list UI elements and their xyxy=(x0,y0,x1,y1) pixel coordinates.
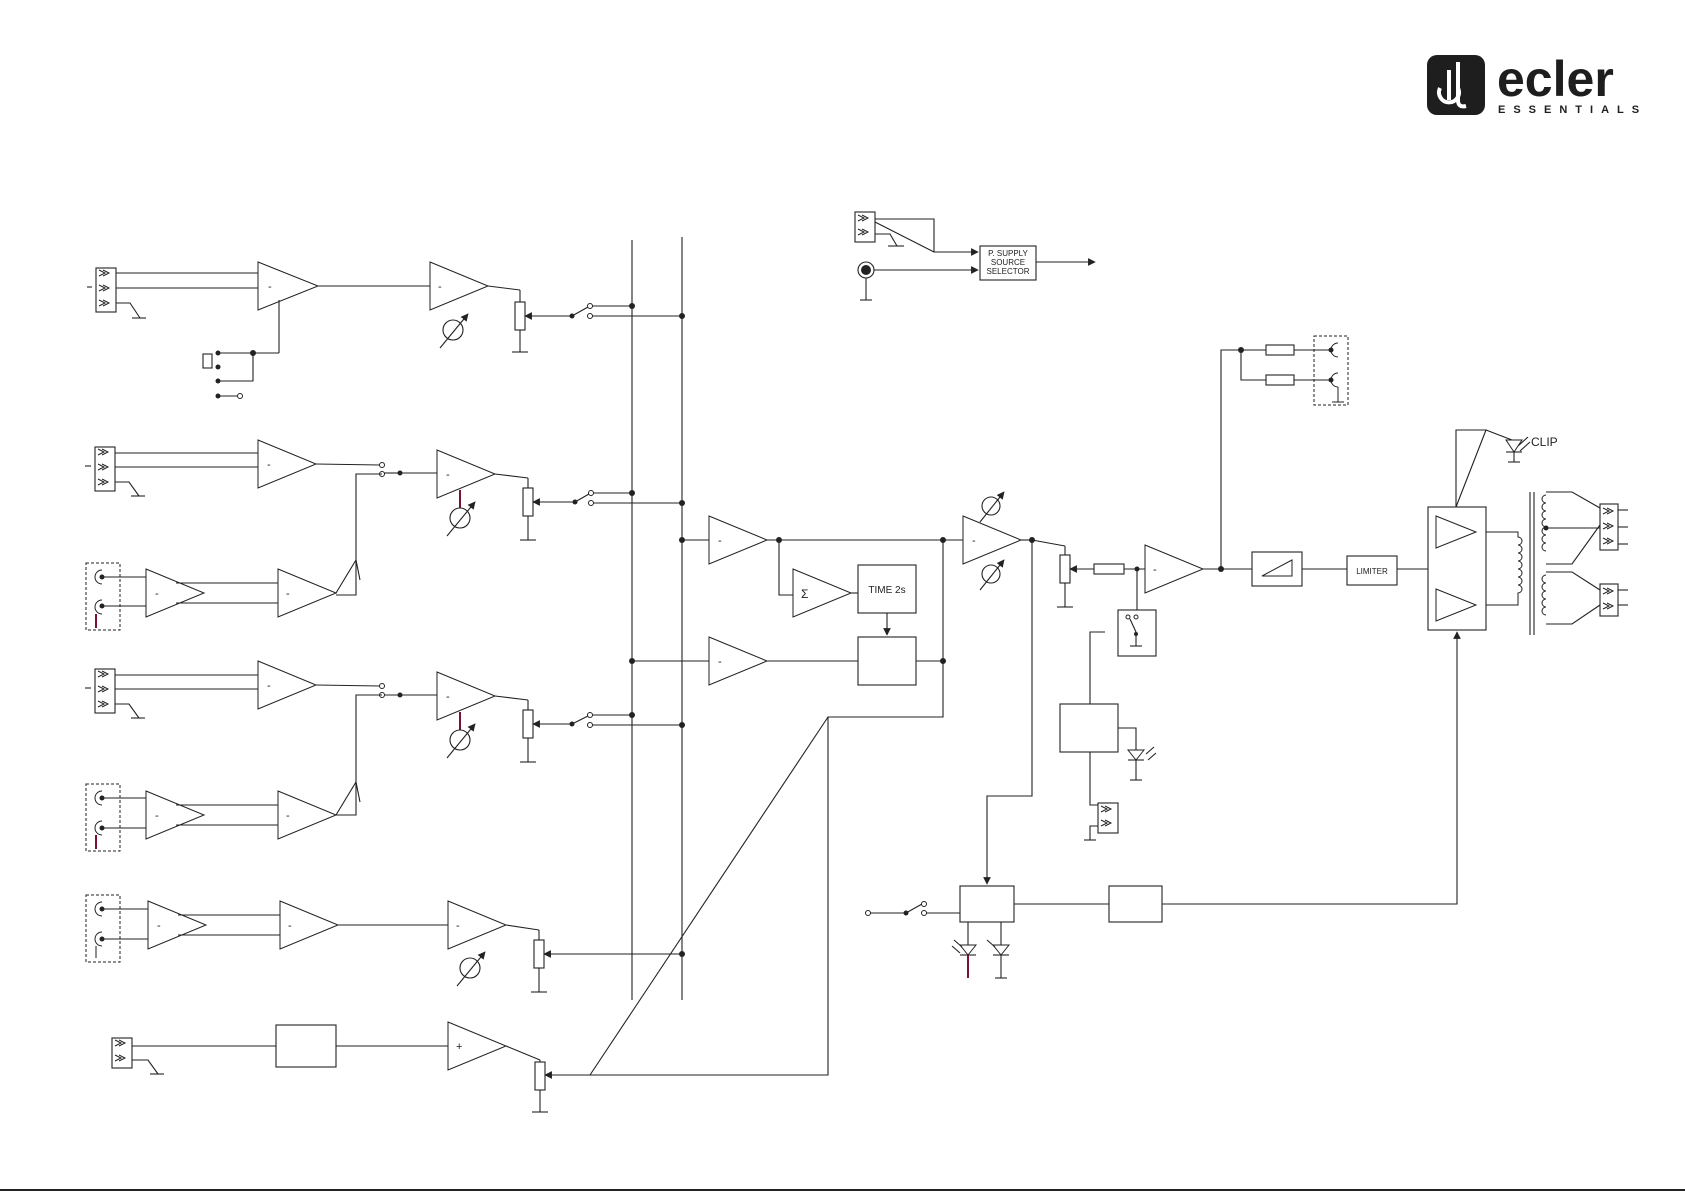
svg-text:-: - xyxy=(446,469,450,481)
svg-text:LIMITER: LIMITER xyxy=(1356,567,1388,576)
brand-logo: ecler ESSENTIALS xyxy=(1427,51,1647,116)
svg-text:-: - xyxy=(286,588,290,600)
svg-text:SOURCE: SOURCE xyxy=(991,258,1025,267)
svg-text:Σ: Σ xyxy=(801,587,808,601)
brand-name: ecler xyxy=(1497,51,1614,107)
headphone-output xyxy=(1314,336,1348,405)
svg-text:-: - xyxy=(972,535,976,547)
svg-text:-: - xyxy=(267,459,271,471)
svg-text:P. SUPPLY: P. SUPPLY xyxy=(988,249,1028,258)
svg-text:-: - xyxy=(1153,564,1157,576)
ducker-block xyxy=(276,1025,336,1067)
svg-text:SELECTOR: SELECTOR xyxy=(987,267,1030,276)
priority-block xyxy=(858,637,916,685)
svg-text:-: - xyxy=(288,920,292,932)
svg-text:+: + xyxy=(456,1041,462,1053)
control-block xyxy=(960,886,1014,922)
svg-text:-: - xyxy=(718,535,722,547)
svg-text:-: - xyxy=(155,588,159,600)
channel-1: - - xyxy=(87,262,685,399)
channel-3: - - - - xyxy=(85,661,685,851)
mix-section: - Σ TIME 2s - - xyxy=(629,336,1428,884)
svg-text:-: - xyxy=(286,810,290,822)
power-amp-section: CLIP xyxy=(1428,430,1628,635)
channel-2: - - - xyxy=(85,440,685,630)
svg-text:-: - xyxy=(446,691,450,703)
filter-block xyxy=(1252,552,1302,586)
power-supply: P. SUPPLY SOURCE SELECTOR xyxy=(855,212,1095,300)
bus-lines xyxy=(632,237,682,1000)
svg-text:-: - xyxy=(157,920,161,932)
clip-label: CLIP xyxy=(1531,435,1558,449)
svg-text:-: - xyxy=(155,810,159,822)
svg-text:-: - xyxy=(267,680,271,692)
standby-section xyxy=(866,632,1458,978)
svg-text:-: - xyxy=(438,281,442,293)
svg-text:-: - xyxy=(718,656,722,668)
mic-preamp-1 xyxy=(258,262,318,310)
meter-block xyxy=(1060,704,1118,752)
svg-text:-: - xyxy=(456,920,460,932)
svg-text:-: - xyxy=(268,281,272,293)
channel-4: - - - xyxy=(86,895,685,992)
svg-text:TIME 2s: TIME 2s xyxy=(868,585,905,596)
brand-tagline: ESSENTIALS xyxy=(1498,104,1647,116)
